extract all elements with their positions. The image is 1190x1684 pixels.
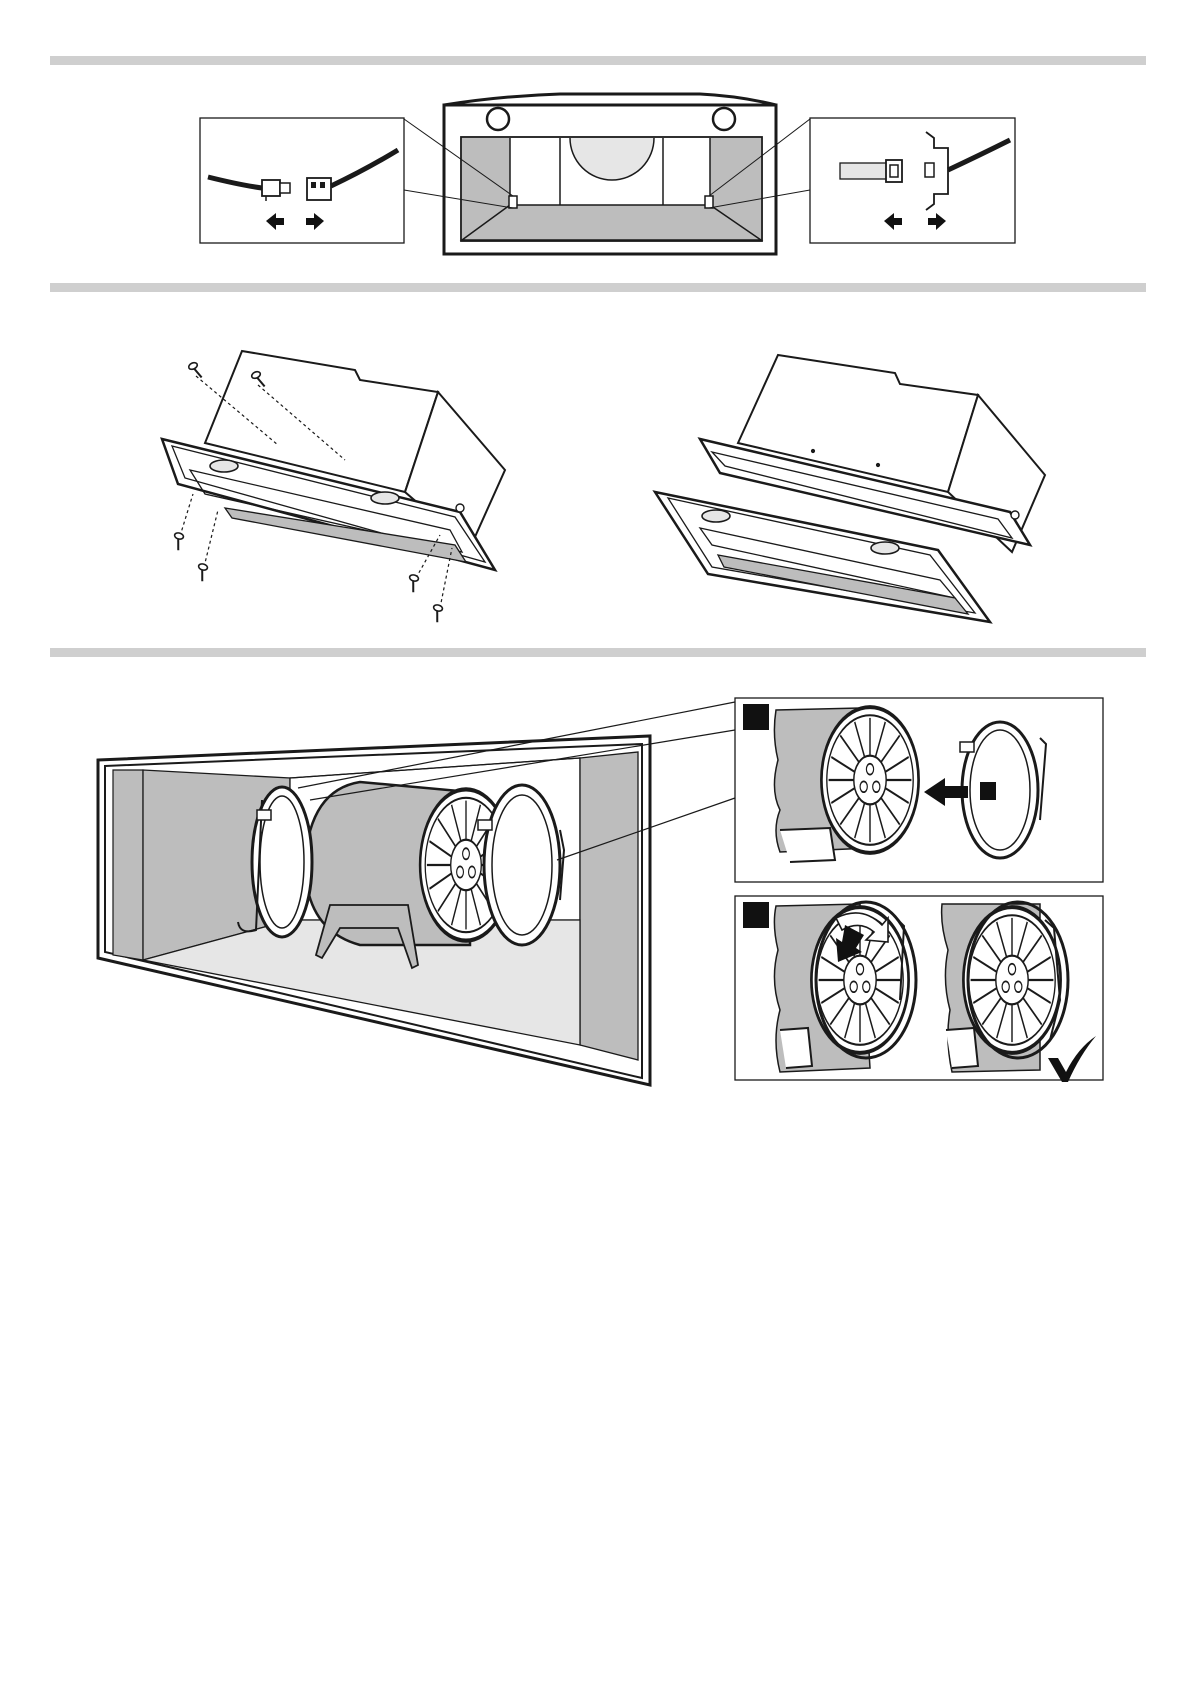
step-1-label [743, 704, 769, 730]
hood-frame-attached [162, 351, 505, 570]
right-connector-callout [810, 118, 1015, 243]
hood-frame-removed [655, 355, 1045, 622]
screw-icon [171, 532, 184, 551]
screw-icon [406, 574, 419, 593]
hood-front-view [404, 94, 810, 254]
screw-icon [430, 604, 443, 623]
fan-wheel-icon [821, 707, 918, 853]
fan-wheel-icon [811, 907, 908, 1053]
step-2-label [743, 902, 769, 928]
left-connector-callout [200, 118, 404, 243]
fan-wheel-icon [963, 907, 1060, 1053]
screw-icon [195, 563, 208, 582]
screw-icon [188, 361, 203, 380]
